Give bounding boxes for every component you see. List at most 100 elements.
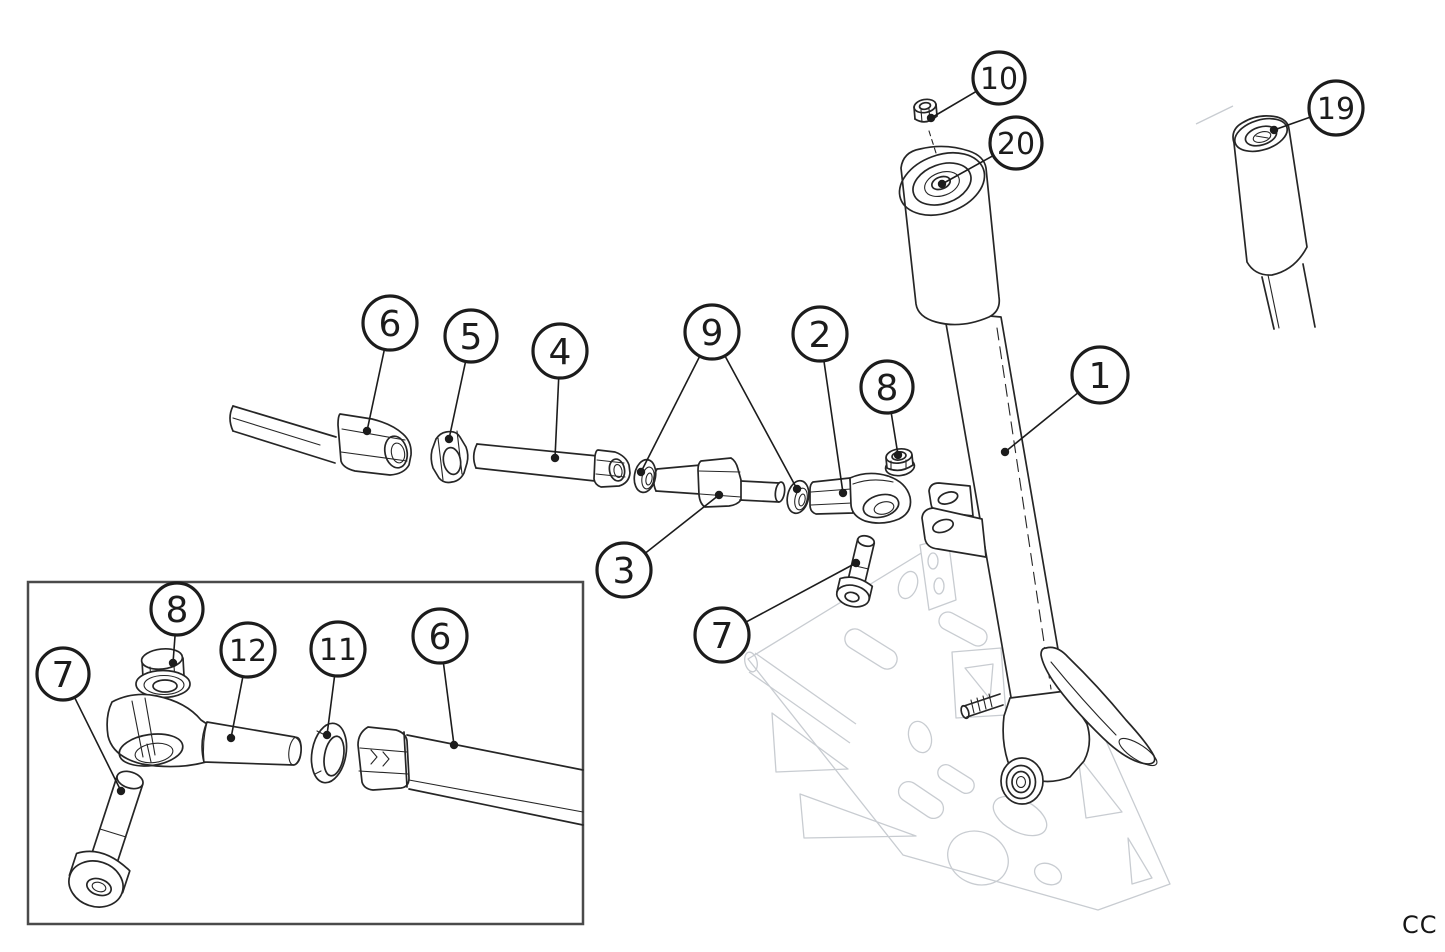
callout-19[interactable]: 19 (1269, 79, 1365, 137)
leader-line (442, 662, 455, 746)
callout-balloon[interactable] (531, 322, 589, 380)
leader-dot (851, 558, 861, 568)
leader-line (448, 361, 467, 440)
callout-balloon[interactable] (683, 303, 741, 361)
callout-3[interactable]: 3 (595, 490, 724, 599)
leader-dot (449, 740, 459, 750)
callout-balloon[interactable] (595, 541, 653, 599)
callout-number: 10 (980, 62, 1018, 97)
threaded-adapter-part (960, 693, 1004, 720)
leader-line (745, 562, 857, 623)
leader-dot (444, 434, 454, 444)
leader-dot (362, 426, 372, 436)
chassis-frame (744, 105, 1234, 911)
leader-dot (636, 467, 646, 477)
tie-rod-tube-part (229, 405, 412, 476)
callout-11-inset[interactable]: 11 (309, 620, 367, 740)
callout-balloon[interactable] (361, 294, 419, 352)
leader-line (941, 154, 994, 185)
callout-number: 4 (549, 332, 572, 373)
inset-jam-nut-part (310, 722, 348, 784)
callout-number: 9 (701, 313, 724, 354)
callout-20[interactable]: 20 (937, 115, 1044, 189)
lock-collar-part (430, 430, 469, 484)
leader-line (644, 494, 720, 554)
callout-4[interactable]: 4 (531, 322, 589, 463)
callout-number: 8 (166, 590, 189, 631)
callout-number: 6 (429, 617, 452, 658)
callout-number: 20 (997, 127, 1035, 162)
callout-number: 11 (319, 633, 357, 668)
leader-line (724, 355, 798, 490)
leader-dot (226, 733, 236, 743)
link-rod-part (472, 443, 631, 488)
jam-nut-right-part (786, 479, 810, 515)
callout-balloon[interactable] (443, 308, 499, 364)
curved-lever-arm (1040, 646, 1158, 767)
callout-balloon[interactable] (971, 50, 1027, 106)
rod-end-part (809, 472, 912, 524)
callout-balloon[interactable] (693, 606, 751, 664)
leader-dot (838, 488, 848, 498)
leader-dot (550, 453, 560, 463)
leader-dot (1000, 447, 1010, 457)
callout-6[interactable]: 6 (361, 294, 419, 436)
callout-balloon[interactable] (791, 305, 849, 363)
callout-balloon[interactable] (859, 359, 915, 415)
shaft-extension-part (1232, 115, 1316, 330)
callout-1[interactable]: 1 (1000, 345, 1130, 457)
cap-nut-part (913, 98, 938, 154)
callout-balloon[interactable] (411, 607, 469, 665)
callout-8[interactable]: 8 (859, 359, 915, 460)
leader-dot (893, 450, 903, 460)
callout-balloon[interactable] (149, 581, 205, 637)
flange-nut-part (884, 447, 916, 477)
callout-number: 2 (809, 315, 832, 356)
leader-line (554, 377, 560, 459)
leader-line (1004, 391, 1079, 453)
callout-number: 3 (613, 551, 636, 592)
watermark-text: CC (1402, 911, 1438, 939)
callout-number: 7 (52, 655, 75, 696)
callout-balloon[interactable] (219, 621, 277, 679)
callout-5[interactable]: 5 (443, 308, 499, 444)
leader-line (930, 90, 978, 119)
callout-6-inset[interactable]: 6 (411, 607, 469, 750)
leader-dot (1269, 125, 1279, 135)
leader-dot (168, 658, 178, 668)
callout-7[interactable]: 7 (693, 558, 861, 664)
callout-10[interactable]: 10 (926, 50, 1027, 123)
callout-balloon[interactable] (988, 115, 1044, 171)
callout-12-inset[interactable]: 12 (219, 621, 277, 743)
callout-balloon[interactable] (309, 620, 367, 678)
callout-8-inset[interactable]: 8 (149, 581, 205, 668)
leader-dot (714, 490, 724, 500)
inset-detail-box (26, 580, 585, 926)
callout-number: 6 (379, 304, 402, 345)
leader-line (366, 349, 386, 432)
adjuster-coupler-part (652, 457, 786, 508)
leader-line (326, 675, 336, 736)
socket-bolt-part (835, 534, 876, 608)
inset-rod-end-part (106, 693, 302, 768)
callout-7-inset[interactable]: 7 (35, 646, 126, 796)
callout-number: 8 (876, 368, 899, 409)
callout-balloon[interactable] (1070, 345, 1130, 405)
leader-line (640, 355, 701, 473)
leader-dot (937, 179, 947, 189)
inset-socket-bolt-part (68, 770, 144, 908)
leader-line (230, 676, 244, 739)
callout-balloon[interactable] (1307, 79, 1365, 137)
callout-2[interactable]: 2 (791, 305, 849, 498)
callout-9[interactable]: 9 (636, 303, 802, 494)
inset-tube-part (357, 726, 584, 826)
callout-number: 12 (229, 634, 267, 669)
callout-number: 19 (1317, 92, 1355, 127)
callout-number: 7 (711, 616, 734, 657)
leader-line (73, 696, 122, 792)
callout-balloon[interactable] (35, 646, 91, 702)
clevis-bracket (921, 482, 987, 558)
